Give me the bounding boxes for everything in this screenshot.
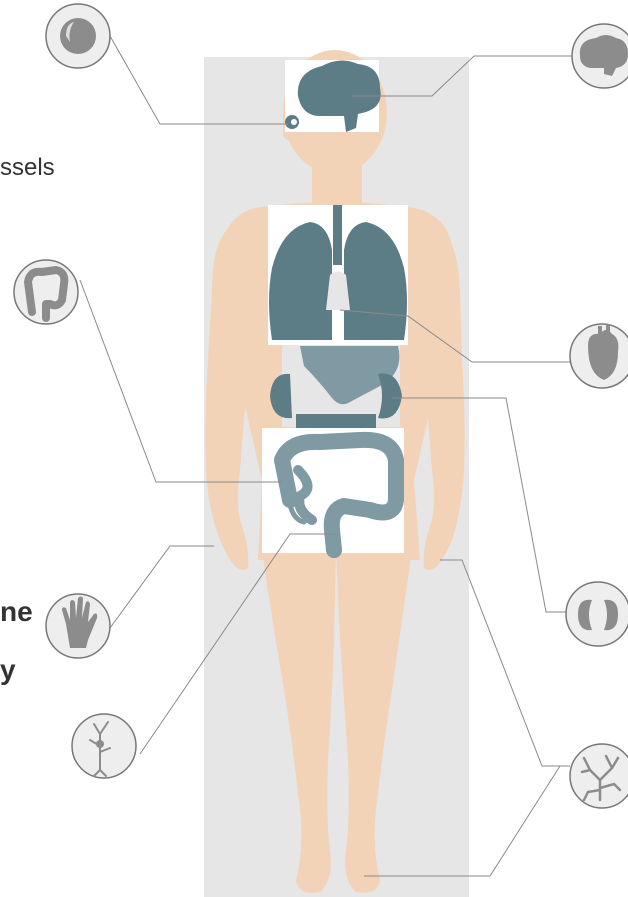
- trachea: [333, 205, 342, 265]
- brain-icon[interactable]: [572, 24, 628, 88]
- eye-highlight: [291, 119, 297, 125]
- eye-icon[interactable]: [46, 4, 110, 68]
- hand-icon[interactable]: [46, 594, 110, 658]
- kidney-icon[interactable]: [566, 582, 628, 646]
- stomach-bar: [296, 414, 376, 428]
- neuron-icon[interactable]: [72, 714, 136, 778]
- intestine-icon[interactable]: [14, 260, 78, 324]
- heart-icon[interactable]: [570, 324, 628, 388]
- blood-vessel-icon[interactable]: [570, 744, 628, 808]
